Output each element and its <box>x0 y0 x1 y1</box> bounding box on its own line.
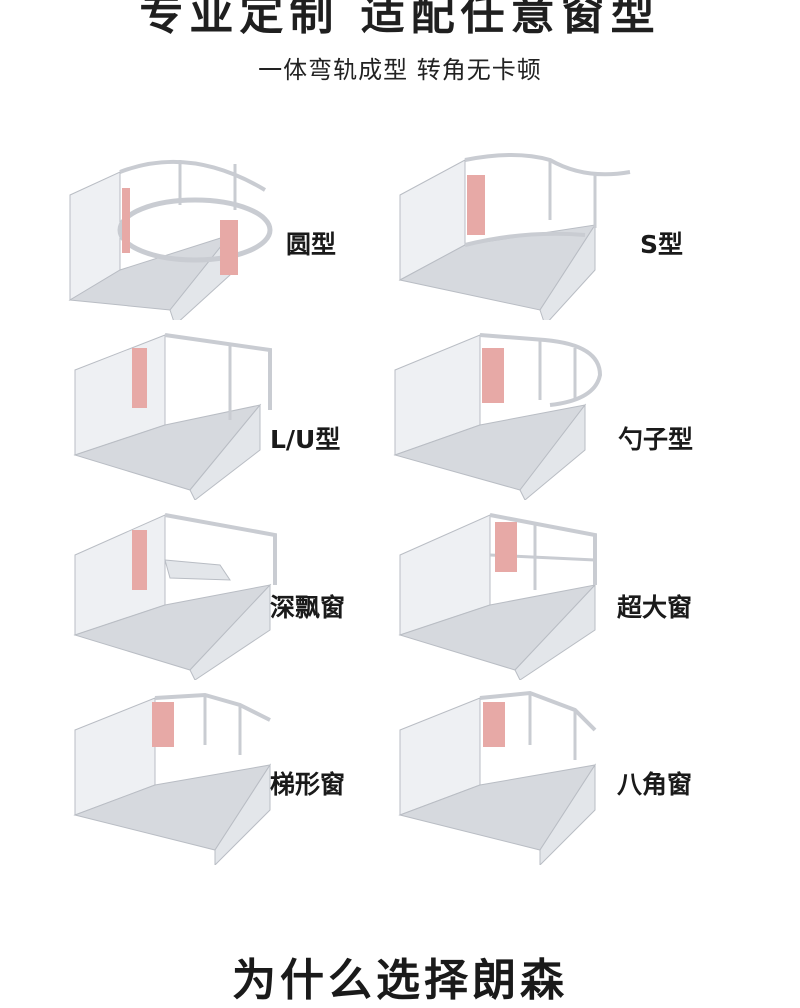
window-type-s: S型 <box>395 150 795 335</box>
window-type-extra-large: 超大窗 <box>395 510 795 695</box>
spoon-shaped-window-room-icon <box>393 333 603 500</box>
trapezoid-window-room-icon <box>73 692 272 865</box>
extra-large-window-room-icon <box>398 513 597 680</box>
page-subtitle: 一体弯轨成型 转角无卡顿 <box>258 56 542 84</box>
window-type-deep-bay: 深飘窗 <box>70 510 470 695</box>
window-type-label: 八角窗 <box>617 770 693 799</box>
round-window-room-icon <box>68 159 273 320</box>
window-type-label: 圆型 <box>286 230 337 259</box>
window-type-spoon: 勺子型 <box>390 330 790 515</box>
window-type-label: 超大窗 <box>617 593 693 622</box>
window-type-label: 梯形窗 <box>270 770 346 799</box>
section-title: 为什么选择朗森 <box>232 955 568 1006</box>
window-type-label: 勺子型 <box>618 425 694 454</box>
deep-bay-window-room-icon <box>73 513 277 680</box>
window-type-label: S型 <box>640 230 684 259</box>
window-type-octagonal: 八角窗 <box>395 690 795 875</box>
window-type-lu: L/U型 <box>70 330 470 515</box>
window-type-grid: 圆型 S型 L/U型 <box>0 130 800 870</box>
window-type-round: 圆型 <box>60 150 460 335</box>
lu-shaped-window-room-icon <box>73 333 272 500</box>
page-headline: 专业定制 适配任意窗型 <box>139 0 661 40</box>
window-type-trapezoid: 梯形窗 <box>70 690 470 875</box>
window-type-label: L/U型 <box>270 425 341 454</box>
octagonal-window-room-icon <box>398 690 597 865</box>
window-type-label: 深飘窗 <box>270 593 346 622</box>
s-shaped-window-room-icon <box>398 153 631 320</box>
